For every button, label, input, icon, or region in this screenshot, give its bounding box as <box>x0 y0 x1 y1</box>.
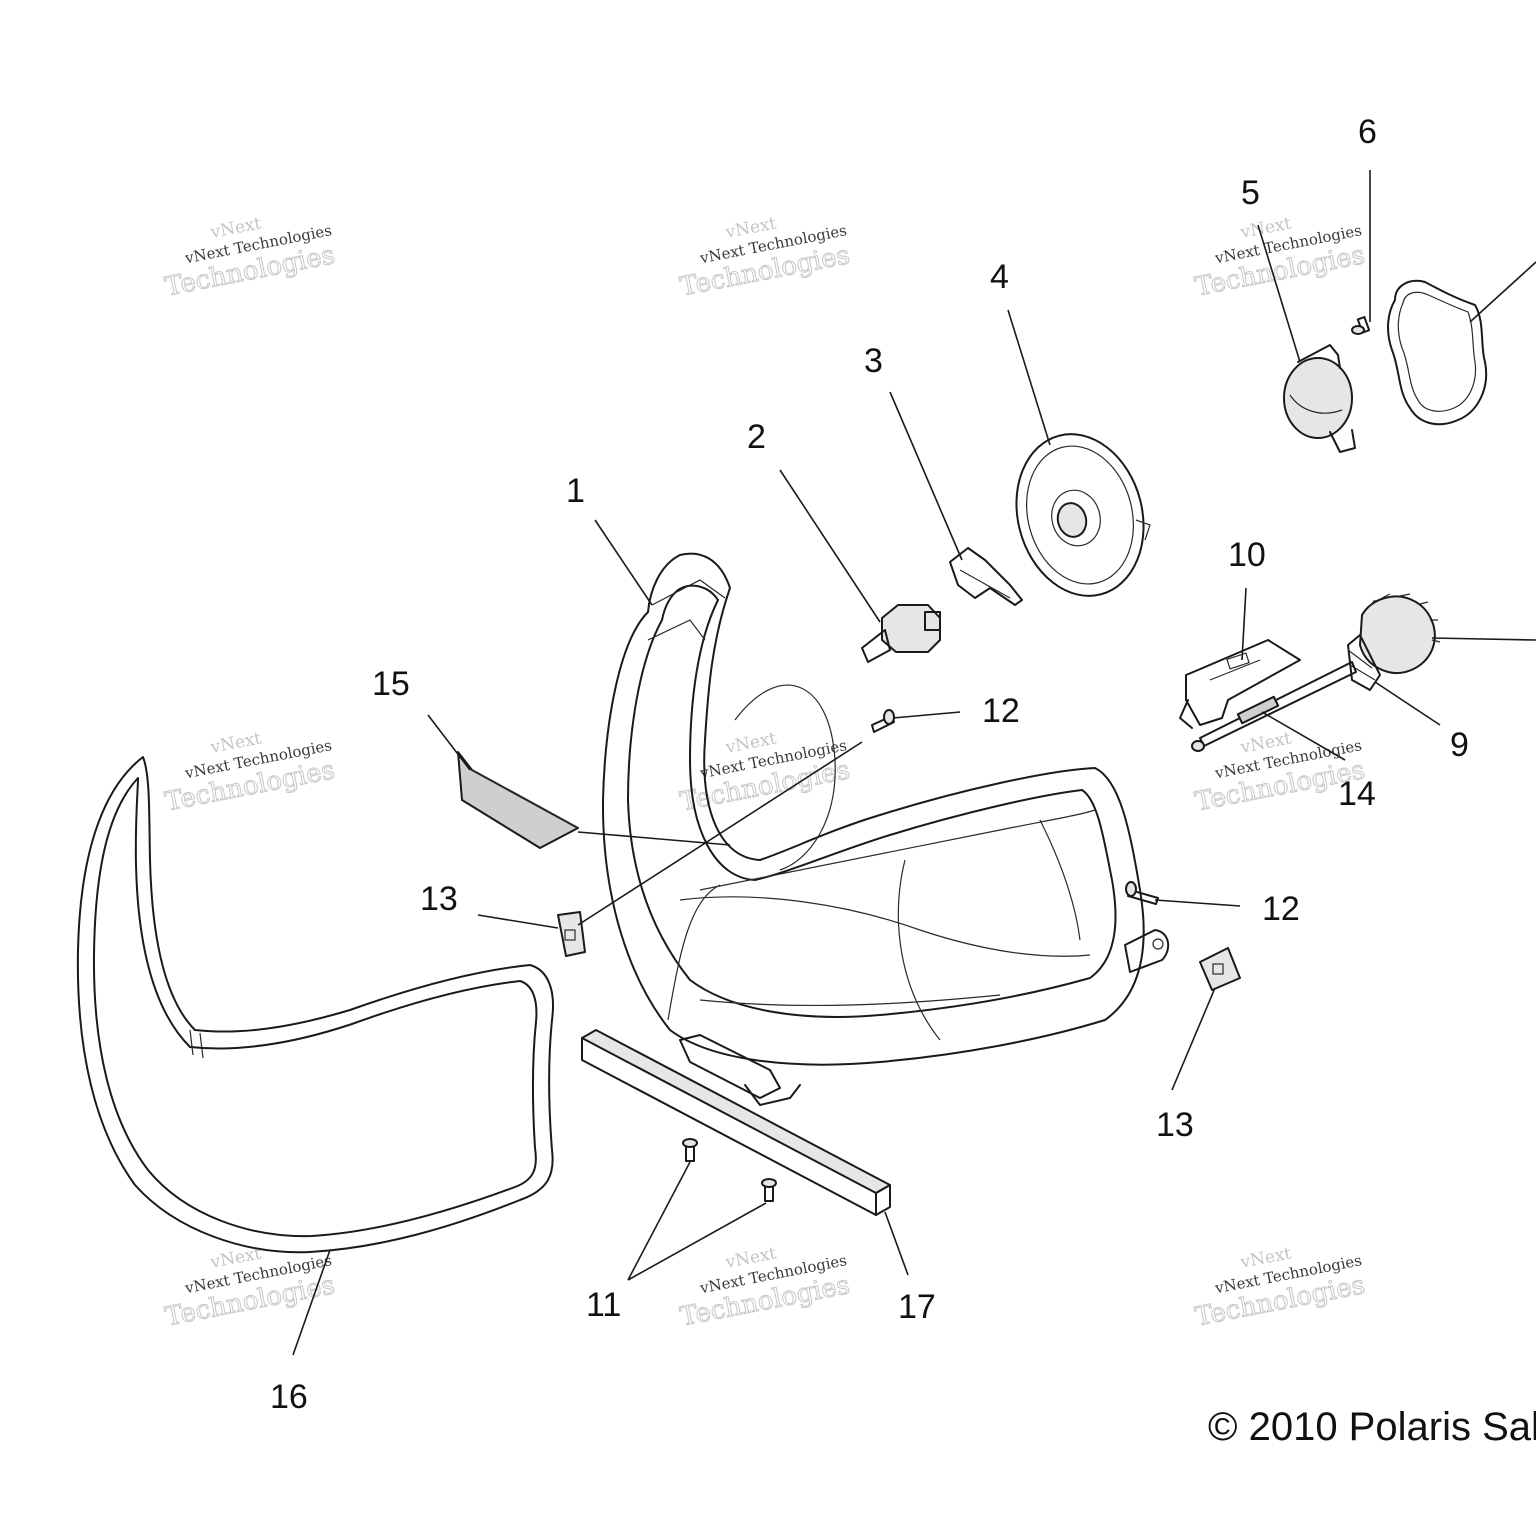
part-16-seal <box>76 756 554 1254</box>
part-1-headlight-housing <box>601 552 1170 1106</box>
copyright-notice: © 2010 Polaris Sale <box>1208 1405 1536 1449</box>
callout-17: 17 <box>898 1288 936 1326</box>
part-9-adjuster-knob <box>1347 593 1441 691</box>
callout-2: 2 <box>747 418 766 456</box>
callout-4: 4 <box>990 258 1009 296</box>
watermark-top-left: vNext vNext Technologies Technologies <box>162 214 338 303</box>
callout-6: 6 <box>1358 113 1377 151</box>
watermark-mid-left: vNext vNext Technologies Technologies <box>162 729 338 818</box>
watermark-top-right: vNext vNext Technologies Technologies <box>1192 214 1368 303</box>
part-14-shaft <box>1191 661 1357 752</box>
part-10-bracket <box>1179 639 1301 729</box>
part-6-screw <box>1351 316 1371 335</box>
part-15-pad <box>457 751 579 849</box>
leader-lines <box>292 170 1536 1356</box>
callout-13-left: 13 <box>420 880 458 918</box>
watermark-mid-center: vNext vNext Technologies Technologies <box>677 729 853 818</box>
callout-12-lower: 12 <box>1262 890 1300 928</box>
part-5-lamp <box>1283 344 1356 453</box>
watermark-bottom-center: vNext vNext Technologies Technologies <box>677 1244 853 1333</box>
part-12-screw-lower <box>1125 881 1159 905</box>
part-11-screws <box>682 1138 777 1202</box>
lamp-gasket <box>1387 280 1488 426</box>
callout-9: 9 <box>1450 726 1469 764</box>
part-17-bar <box>581 1029 891 1216</box>
part-2-bulb <box>861 604 941 663</box>
callout-1: 1 <box>566 472 585 510</box>
callout-13-right: 13 <box>1156 1106 1194 1144</box>
callout-15: 15 <box>372 665 410 703</box>
callout-11: 11 <box>586 1286 621 1324</box>
callout-12-upper: 12 <box>982 692 1020 730</box>
part-4-cover <box>1015 433 1151 597</box>
callout-10: 10 <box>1228 536 1266 574</box>
watermark-top-center: vNext vNext Technologies Technologies <box>677 214 853 303</box>
part-3-spring-clip <box>949 547 1023 606</box>
watermark-bottom-right: vNext vNext Technologies Technologies <box>1192 1244 1368 1333</box>
callout-5: 5 <box>1241 174 1260 212</box>
part-13-clip-nut-left <box>557 911 586 957</box>
callout-3: 3 <box>864 342 883 380</box>
callout-16: 16 <box>270 1378 308 1416</box>
part-12-screw-upper <box>871 709 895 733</box>
part-13-clip-nut-right <box>1199 947 1241 991</box>
callout-14: 14 <box>1338 775 1376 813</box>
